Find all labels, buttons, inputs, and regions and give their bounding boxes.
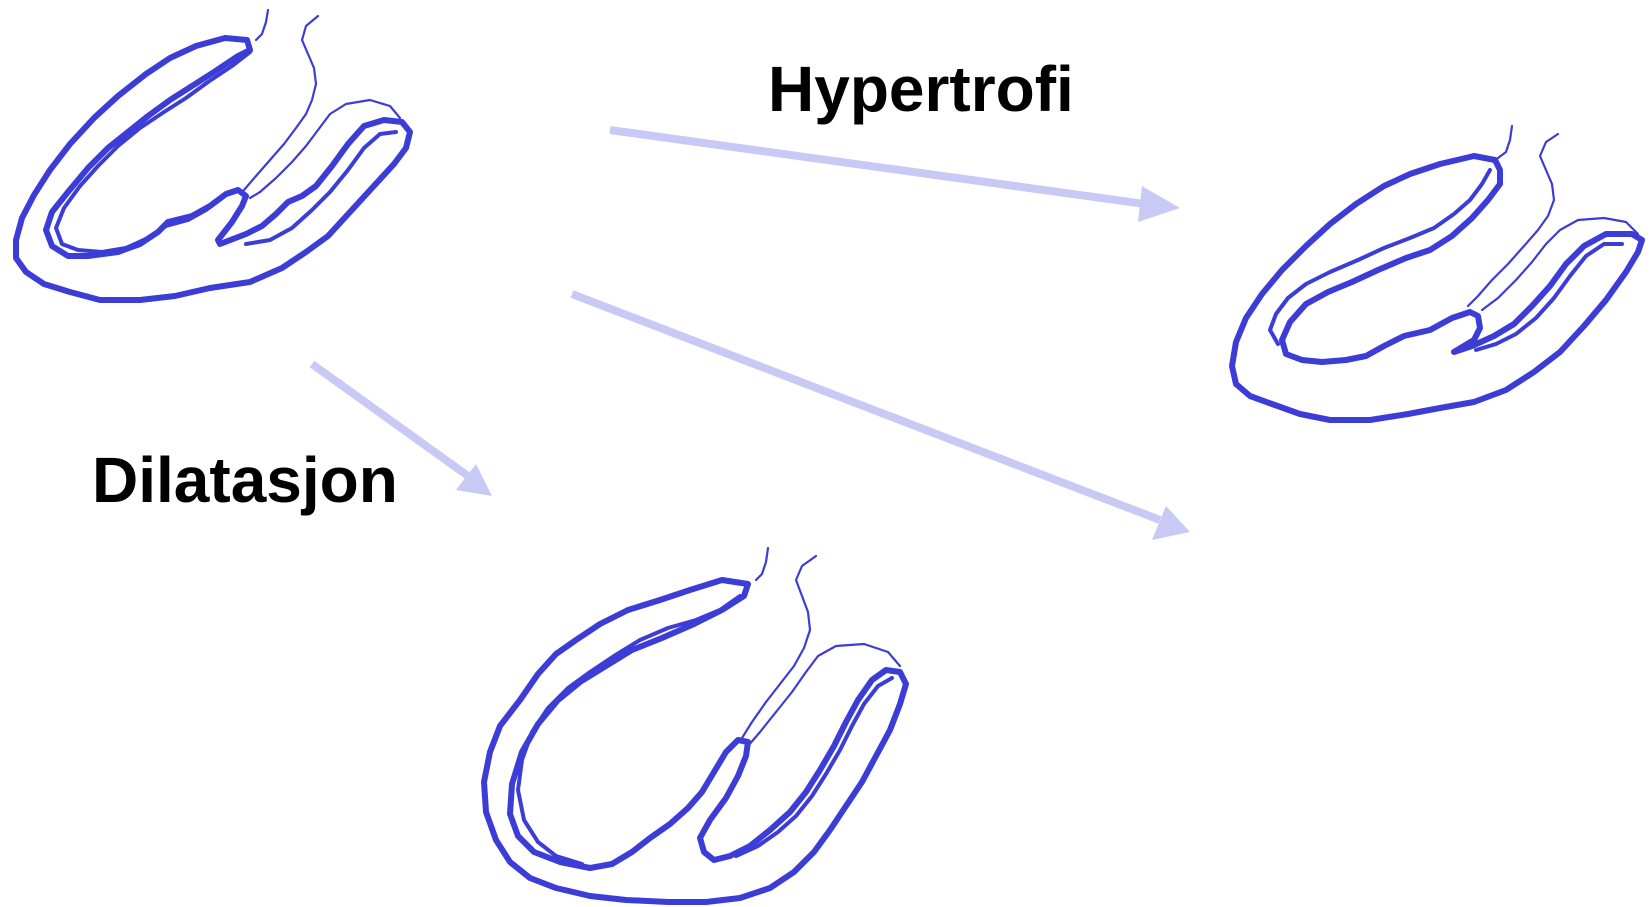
dilated-heart-vessel-2 — [742, 556, 816, 738]
normal-heart-vessel-1 — [256, 10, 268, 40]
arrow-diagonal-to-right — [572, 294, 1190, 540]
hypertrophied-heart-icon — [1232, 126, 1642, 420]
dilated-heart-icon — [484, 548, 906, 902]
arrow-to-hypertrophy — [610, 130, 1180, 222]
dilated-heart-vessel-1 — [756, 548, 768, 580]
normal-heart-inner-wall — [56, 52, 250, 252]
normal-heart-icon — [16, 10, 410, 300]
dilatation-label: Dilatasjon — [92, 448, 398, 512]
hypertrophy-label: Hypertrofi — [768, 57, 1074, 121]
hypertrophied-heart-vessel-1 — [1498, 126, 1512, 158]
normal-heart-vessel-2 — [244, 16, 318, 190]
hypertrophied-heart-outer-wall — [1232, 156, 1642, 420]
